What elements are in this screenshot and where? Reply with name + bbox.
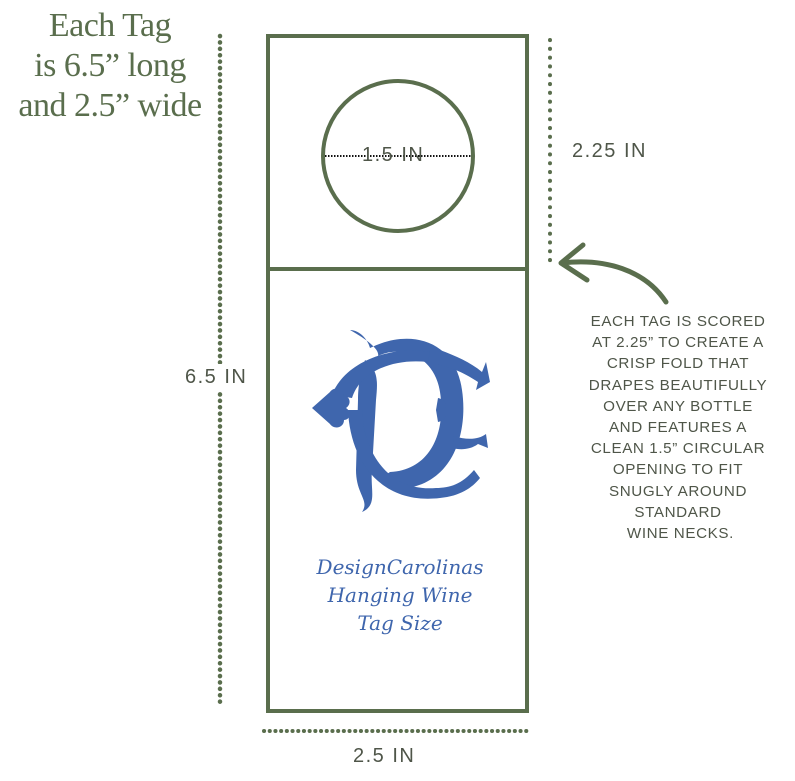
headline-line-2: is 6.5” long [34, 47, 186, 84]
caption-line-1: DesignCarolinas [316, 555, 484, 579]
note-line: OPENING TO FIT [612, 461, 744, 479]
note-line: DRAPES BEAUTIFULLY [588, 376, 768, 394]
caption-line-2: Hanging Wine [327, 583, 473, 607]
scoring-note: EACH TAG IS SCORED AT 2.25” TO CREATE A … [574, 311, 782, 544]
headline: Each Tag is 6.5” long and 2.5” wide [10, 6, 210, 126]
note-line: STANDARD [634, 503, 722, 521]
note-line: CRISP FOLD THAT [606, 355, 750, 373]
note-line: CLEAN 1.5” CIRCULAR [590, 440, 766, 458]
note-line: AT 2.25” TO CREATE A [592, 334, 764, 352]
caption-line-3: Tag Size [357, 611, 443, 635]
headline-line-3: and 2.5” wide [18, 87, 202, 124]
note-line: WINE NECKS. [622, 525, 734, 543]
headline-line-1: Each Tag [48, 7, 172, 44]
total-length-label: 6.5 IN [185, 364, 248, 391]
width-label: 2.5 IN [353, 745, 416, 767]
circular-opening [321, 79, 475, 233]
note-line: EACH TAG IS SCORED [590, 313, 766, 330]
curved-arrow-icon [558, 242, 669, 305]
tag-caption: DesignCarolinas Hanging Wine Tag Size [290, 553, 510, 637]
dc-monogram-icon [312, 330, 490, 512]
circle-diameter-label: 1.5 IN [362, 144, 425, 166]
note-line: AND FEATURES A [608, 419, 748, 437]
note-line: OVER ANY BOTTLE [603, 397, 753, 415]
top-section-height-label: 2.25 IN [572, 140, 647, 162]
note-line: SNUGLY AROUND [608, 482, 748, 500]
tag-outline [266, 34, 529, 713]
